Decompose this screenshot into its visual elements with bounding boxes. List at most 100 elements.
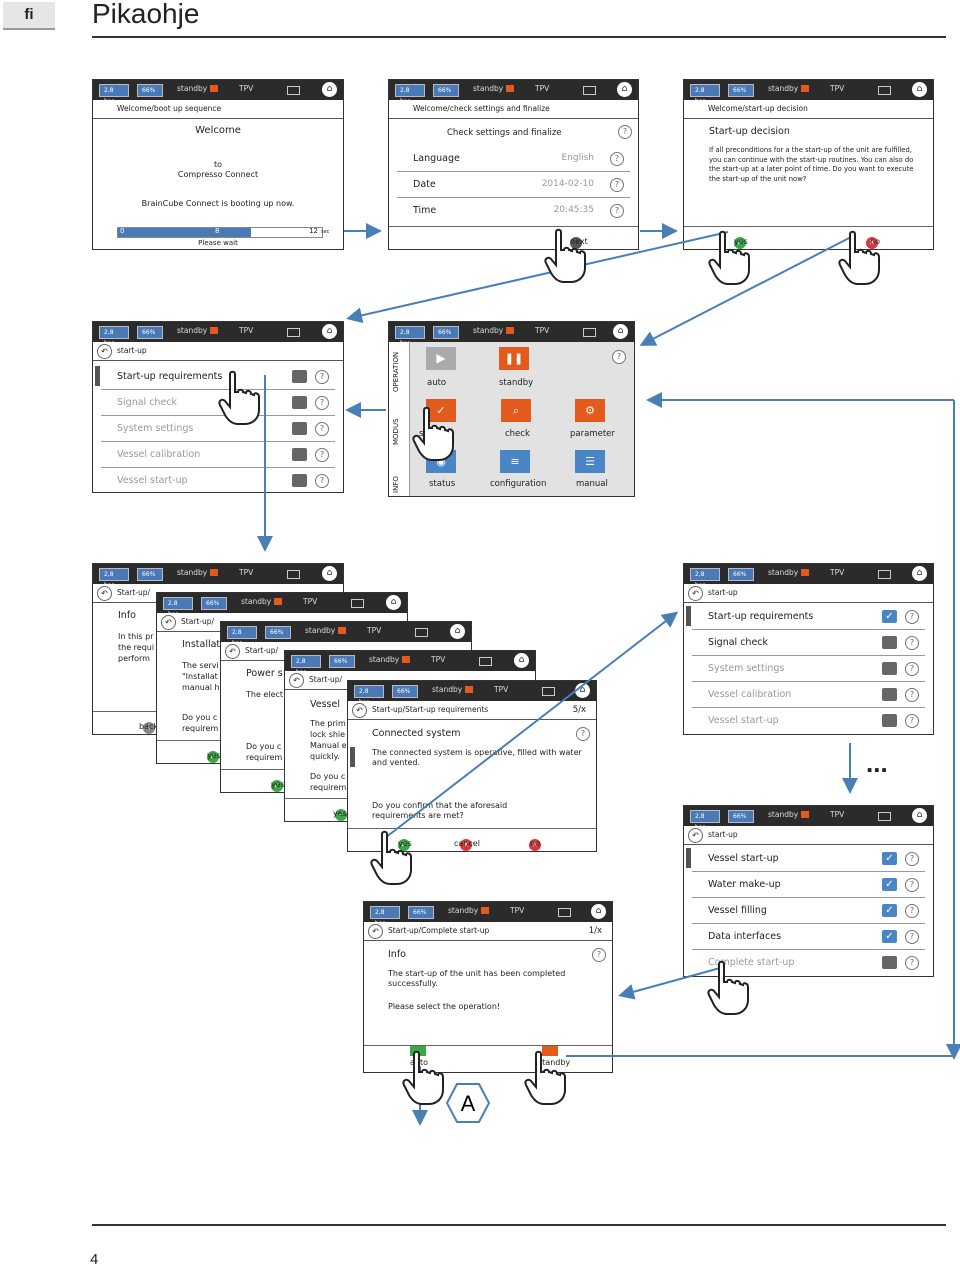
level-pill: 66% <box>137 84 163 97</box>
list-item[interactable]: System settings? <box>101 416 335 442</box>
progress-bar: 0 8 12 <box>117 227 323 238</box>
card-text: The start-up of the unit has been comple… <box>388 969 566 988</box>
card-text: The servi <box>182 661 219 670</box>
home-icon[interactable]: ⌂ <box>912 808 927 823</box>
home-icon[interactable]: ⌂ <box>912 82 927 97</box>
list-item[interactable]: Vessel start-up✓? <box>686 846 925 872</box>
check-button[interactable]: check <box>505 429 530 439</box>
help-icon[interactable]: ? <box>610 178 624 192</box>
list-item[interactable]: Vessel filling✓? <box>692 898 925 924</box>
card-text: The connected system is operative, fille… <box>372 748 582 767</box>
home-icon[interactable]: ⌂ <box>617 82 632 97</box>
back-arrow-icon[interactable]: ↶ <box>368 924 383 939</box>
status-button[interactable]: status <box>429 479 456 489</box>
home-icon: ⌂ <box>514 653 529 668</box>
home-icon[interactable]: ⌂ <box>322 82 337 97</box>
list-icon[interactable]: ≡ <box>500 450 530 473</box>
mail-icon[interactable] <box>287 86 300 95</box>
startup-icon[interactable]: ✓ <box>426 399 456 422</box>
list-item[interactable]: Vessel calibration? <box>101 442 335 468</box>
search-icon[interactable]: ⌕ <box>501 399 531 422</box>
cancel-button[interactable]: cancel <box>454 839 480 848</box>
card-question: Do you c <box>310 772 346 781</box>
list-item[interactable]: Complete start-up? <box>692 950 925 975</box>
next-button[interactable]: next <box>570 237 588 246</box>
language-row[interactable]: Language English ? <box>397 146 630 172</box>
pause-icon[interactable]: ❚❚ <box>499 347 529 370</box>
gears-icon[interactable]: ⚙ <box>575 399 605 422</box>
scroll-indicator[interactable] <box>350 747 355 767</box>
no-button[interactable]: no <box>870 237 880 246</box>
standby-button[interactable]: standby <box>538 1058 571 1067</box>
mail-icon[interactable] <box>878 86 891 95</box>
yes-button[interactable]: yes <box>734 237 748 246</box>
home-icon[interactable]: ⌂ <box>613 324 628 339</box>
back-arrow-icon[interactable]: ↶ <box>688 586 703 601</box>
time-row[interactable]: Time 20:45:35 ? <box>397 198 630 223</box>
card-text: manual h <box>182 683 220 692</box>
help-icon[interactable]: ? <box>592 948 606 962</box>
mail-icon[interactable] <box>558 908 571 917</box>
help-icon[interactable]: ? <box>576 727 590 741</box>
back-arrow-icon[interactable]: ↶ <box>688 828 703 843</box>
list-item[interactable]: Signal check? <box>101 390 335 416</box>
manual-icon[interactable]: ☰ <box>575 450 605 473</box>
list-item[interactable]: Start-up requirements? <box>95 364 335 390</box>
back-arrow-icon[interactable]: ↶ <box>161 615 176 630</box>
hand-pointer-icon <box>412 406 454 461</box>
no-button[interactable]: no <box>530 839 540 848</box>
back-arrow-icon[interactable]: ↶ <box>352 703 367 718</box>
card-title: Power s <box>246 668 283 679</box>
list-item[interactable]: System settings? <box>692 656 925 682</box>
home-icon[interactable]: ⌂ <box>322 324 337 339</box>
list-item[interactable]: Start-up requirements✓? <box>686 604 925 630</box>
top-rule <box>92 36 946 38</box>
list-item[interactable]: Vessel start-up? <box>101 468 335 492</box>
mail-icon[interactable] <box>878 812 891 821</box>
yes-button[interactable]: yes <box>333 809 347 818</box>
auto-icon[interactable]: ▶ <box>426 347 456 370</box>
mail-icon[interactable] <box>583 328 596 337</box>
card-question: requirem <box>182 724 219 733</box>
help-icon[interactable]: ? <box>610 152 624 166</box>
yes-button[interactable]: yes <box>271 780 285 789</box>
date-row[interactable]: Date 2014-02-10 ? <box>397 172 630 198</box>
list-item[interactable]: Water make-up✓? <box>692 872 925 898</box>
back-button[interactable]: back <box>139 722 159 731</box>
mail-icon[interactable] <box>878 570 891 579</box>
mail-icon[interactable] <box>583 86 596 95</box>
auto-button[interactable]: auto <box>427 378 447 388</box>
card-title: Info <box>388 949 406 960</box>
list-item[interactable]: Vessel start-up? <box>692 708 925 733</box>
breadcrumb: Welcome/boot up sequence <box>93 100 343 119</box>
card-question: Do you confirm that the aforesaid requir… <box>372 801 508 820</box>
yes-button[interactable]: yes <box>207 751 221 760</box>
help-icon[interactable]: ? <box>612 350 626 364</box>
page-counter: 5/x <box>572 705 586 715</box>
manual-button[interactable]: manual <box>576 479 608 489</box>
home-icon[interactable]: ⌂ <box>591 904 606 919</box>
back-arrow-icon[interactable]: ↶ <box>97 344 112 359</box>
mail-icon[interactable] <box>287 328 300 337</box>
standby-button[interactable]: standby <box>499 378 534 388</box>
breadcrumb: Welcome/check settings and finalize <box>389 100 638 119</box>
help-icon[interactable]: ? <box>618 125 632 139</box>
back-arrow-icon[interactable]: ↶ <box>225 644 240 659</box>
back-arrow-icon[interactable]: ↶ <box>289 673 304 688</box>
list-item[interactable]: Signal check? <box>692 630 925 656</box>
list-item[interactable]: Vessel calibration? <box>692 682 925 708</box>
svg-text:A: A <box>461 1091 476 1116</box>
breadcrumb: ↶start-up <box>93 342 343 361</box>
back-arrow-icon[interactable]: ↶ <box>97 586 112 601</box>
configuration-button[interactable]: configuration <box>490 479 547 489</box>
yes-button[interactable]: yes <box>398 839 412 848</box>
parameter-button[interactable]: parameter <box>570 429 615 439</box>
card-title: Info <box>118 610 136 621</box>
bottom-rule <box>92 1224 946 1226</box>
list-item[interactable]: Data interfaces✓? <box>692 924 925 950</box>
home-icon[interactable]: ⌂ <box>912 566 927 581</box>
welcome-title: Welcome <box>195 125 241 136</box>
help-icon[interactable]: ? <box>610 204 624 218</box>
